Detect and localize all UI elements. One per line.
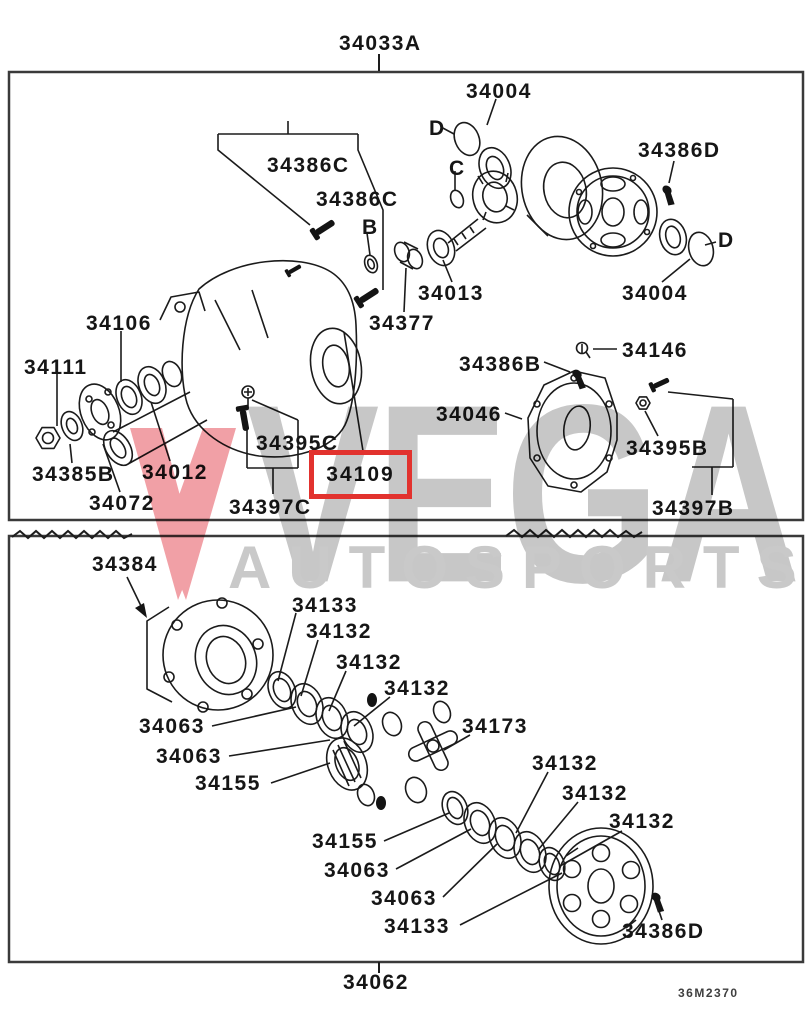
- part-label: 34384: [92, 553, 158, 576]
- part-label: 34046: [436, 403, 502, 426]
- lower-leader-lines: [211, 612, 623, 926]
- part-label: 34386D: [638, 139, 721, 162]
- part-label: 34395C: [256, 432, 339, 455]
- part-label: 34132: [562, 782, 628, 805]
- part-label: 34063: [156, 745, 222, 768]
- part-label: 34132: [609, 810, 675, 833]
- part-label: 34385B: [32, 463, 115, 486]
- part-label: C: [449, 157, 466, 180]
- panel-frames: [7, 70, 805, 964]
- lower-panel-frame: [7, 534, 805, 964]
- end-flange: [548, 827, 654, 945]
- part-label: 34004: [466, 80, 532, 103]
- ring-gear-and-case: [520, 135, 717, 283]
- part-label: 34132: [336, 651, 402, 674]
- part-label: B: [362, 216, 379, 239]
- part-label: 34397B: [652, 497, 735, 520]
- part-label: 34386C: [316, 188, 399, 211]
- part-label: 34106: [86, 312, 152, 335]
- part-label: 34063: [139, 715, 205, 738]
- highlighted-part-number: 34109: [326, 462, 395, 486]
- part-label: 34133: [384, 915, 450, 938]
- assembly-number-bottom: 34062: [343, 971, 409, 994]
- shim-rings-right: [441, 790, 566, 882]
- upper-assembly-art: [35, 98, 734, 495]
- assembly-number-top: 34033A: [339, 32, 422, 55]
- part-label: 34132: [532, 752, 598, 775]
- part-label: 34133: [292, 594, 358, 617]
- part-label: 34386C: [267, 154, 350, 177]
- part-label: 34063: [324, 859, 390, 882]
- lower-assembly-art: [126, 576, 671, 945]
- part-label: 34173: [462, 715, 528, 738]
- spider-gear-set: [356, 693, 459, 810]
- part-label: 34386B: [459, 353, 542, 376]
- part-label: 34386D: [622, 920, 705, 943]
- part-label: 34395B: [626, 437, 709, 460]
- part-label: 34111: [24, 356, 88, 379]
- part-label: 34155: [312, 830, 378, 853]
- break-marks: [11, 54, 643, 973]
- part-label: 34004: [622, 282, 688, 305]
- part-label: 34013: [418, 282, 484, 305]
- part-label: 34132: [306, 620, 372, 643]
- shim-rings-left: [267, 670, 374, 754]
- pinion-seal-bearing: [440, 98, 512, 190]
- part-label: D: [718, 229, 735, 252]
- diagram-code: 36M2370: [678, 986, 739, 1000]
- leader-34072: [102, 443, 121, 493]
- leader-34385B: [69, 443, 73, 464]
- highlight-box: 34109: [309, 450, 412, 499]
- center-fastener-brackets: [241, 331, 364, 494]
- upper-panel-frame: [7, 70, 805, 522]
- clutch-drum: [325, 737, 369, 791]
- part-label: 34377: [369, 312, 435, 335]
- part-label: 34063: [371, 887, 437, 910]
- right-fastener-brackets: [635, 391, 734, 495]
- part-label: 34397C: [229, 496, 312, 519]
- diff-cover: [504, 341, 618, 493]
- companion-flange-parts: [35, 360, 183, 450]
- part-label: 34132: [384, 677, 450, 700]
- bolt-leaders-34386C: [217, 121, 384, 290]
- part-label: 34155: [195, 772, 261, 795]
- part-label: 34146: [622, 339, 688, 362]
- diff-carrier-housing: [102, 259, 363, 467]
- leader-34386D: [656, 904, 663, 921]
- part-label: D: [429, 117, 446, 140]
- arrowhead: [135, 603, 147, 618]
